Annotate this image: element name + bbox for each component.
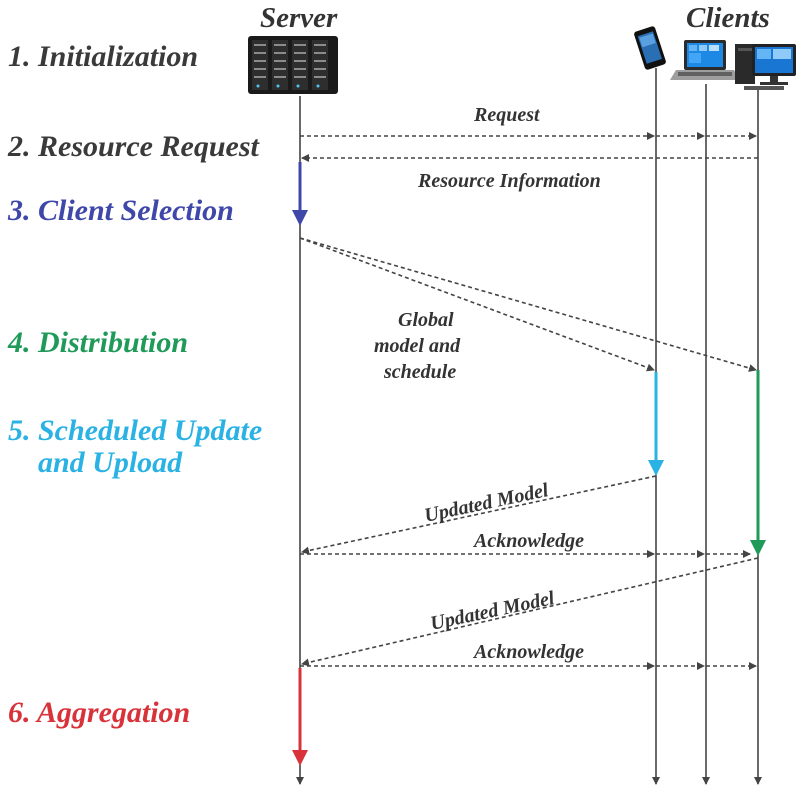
client-selection-arrowhead — [292, 210, 308, 226]
step-client-selection: 3. Client Selection — [7, 194, 234, 227]
label-model-and: model and — [374, 335, 461, 357]
label-resource-information: Resource Information — [417, 170, 601, 192]
label-acknowledge-2: Acknowledge — [472, 641, 584, 663]
label-acknowledge-1: Acknowledge — [472, 530, 584, 552]
aggregation-arrowhead — [292, 750, 308, 766]
server-rack-icon — [248, 36, 338, 94]
arrow-distribution-desktop — [299, 237, 757, 372]
step-and-upload: and Upload — [38, 446, 183, 479]
server-header: Server — [260, 2, 338, 34]
desktop-update-arrowhead — [750, 540, 766, 556]
step-distribution: 4. Distribution — [7, 326, 188, 359]
clients-header: Clients — [686, 2, 770, 34]
step-aggregation: 6. Aggregation — [8, 696, 190, 729]
desktop-computer-icon — [735, 44, 796, 90]
label-updated-model-2: Updated Model — [428, 587, 556, 635]
arrow-updated-model-1 — [301, 475, 657, 555]
smartphone-icon — [634, 26, 666, 70]
label-global: Global — [398, 309, 454, 331]
step-scheduled-update: 5. Scheduled Update — [8, 414, 262, 447]
smartphone-update-arrowhead — [648, 460, 664, 476]
label-schedule: schedule — [383, 361, 456, 383]
label-request: Request — [473, 104, 541, 126]
step-resource-request: 2. Resource Request — [7, 130, 260, 163]
step-initialization: 1. Initialization — [8, 40, 198, 73]
laptop-icon — [670, 40, 740, 80]
label-updated-model-1: Updated Model — [422, 479, 550, 527]
arrow-updated-model-2 — [301, 557, 759, 667]
arrow-distribution-phone — [299, 237, 655, 372]
